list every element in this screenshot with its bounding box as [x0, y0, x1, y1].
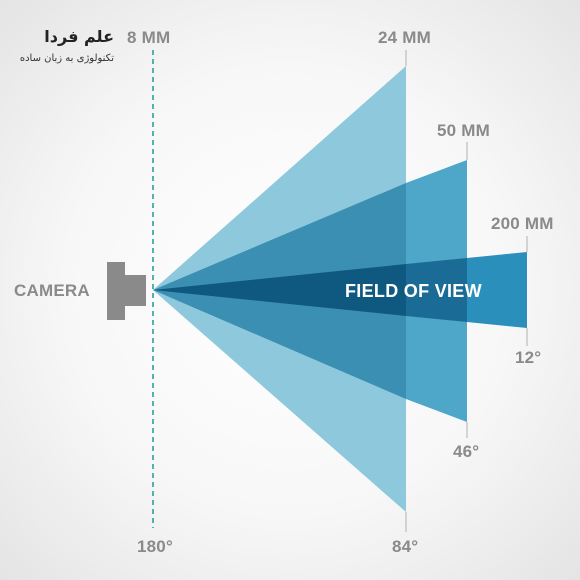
camera-icon — [107, 262, 146, 320]
brand-logo-text: علم فردا — [44, 27, 114, 46]
angle-label-12: 12° — [515, 348, 542, 367]
focal-label-8mm: 8 MM — [127, 28, 171, 47]
angle-label-180: 180° — [137, 537, 173, 556]
field-of-view-label: FIELD OF VIEW — [345, 281, 482, 301]
focal-label-200mm: 200 MM — [491, 214, 554, 233]
fov-cone-200mm-mid — [406, 258, 467, 322]
camera-label: CAMERA — [14, 281, 90, 300]
angle-label-84: 84° — [392, 537, 419, 556]
fov-cone-200mm-outer — [467, 252, 527, 328]
angle-label-46: 46° — [453, 442, 480, 461]
focal-label-24mm: 24 MM — [378, 28, 431, 47]
fov-cone-200mm-core — [153, 264, 406, 316]
brand-tagline: تکنولوژی به زبان ساده — [19, 53, 114, 64]
focal-label-50mm: 50 MM — [437, 121, 490, 140]
